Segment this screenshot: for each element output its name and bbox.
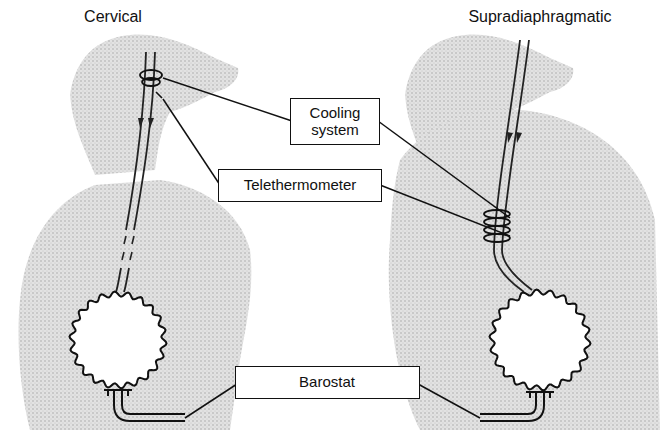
connecting-wire [163, 78, 510, 418]
gastric-balloon [490, 290, 591, 391]
box-label: Telethermometer [244, 176, 357, 193]
telethermometer-box: Telethermometer [218, 169, 382, 202]
dog-body [18, 180, 251, 430]
panel-title: Supradiaphragmatic [468, 8, 611, 26]
box-label: Barostat [299, 373, 355, 390]
barostat-box: Barostat [235, 366, 420, 399]
gastric-balloon [70, 292, 167, 389]
cooling-clamp [140, 70, 162, 86]
dog-body [389, 109, 660, 430]
gastric-balloons [70, 290, 591, 391]
vagus-nerves [494, 40, 532, 292]
nerve-arrow [138, 118, 154, 128]
thermo-probe [156, 92, 162, 98]
box-label: Cooling system [299, 104, 371, 139]
cooling-system-box: Cooling system [290, 98, 380, 145]
nerve-arrow [507, 132, 522, 143]
vagus-nerves [116, 52, 155, 292]
panel-title: Cervical [84, 8, 142, 26]
